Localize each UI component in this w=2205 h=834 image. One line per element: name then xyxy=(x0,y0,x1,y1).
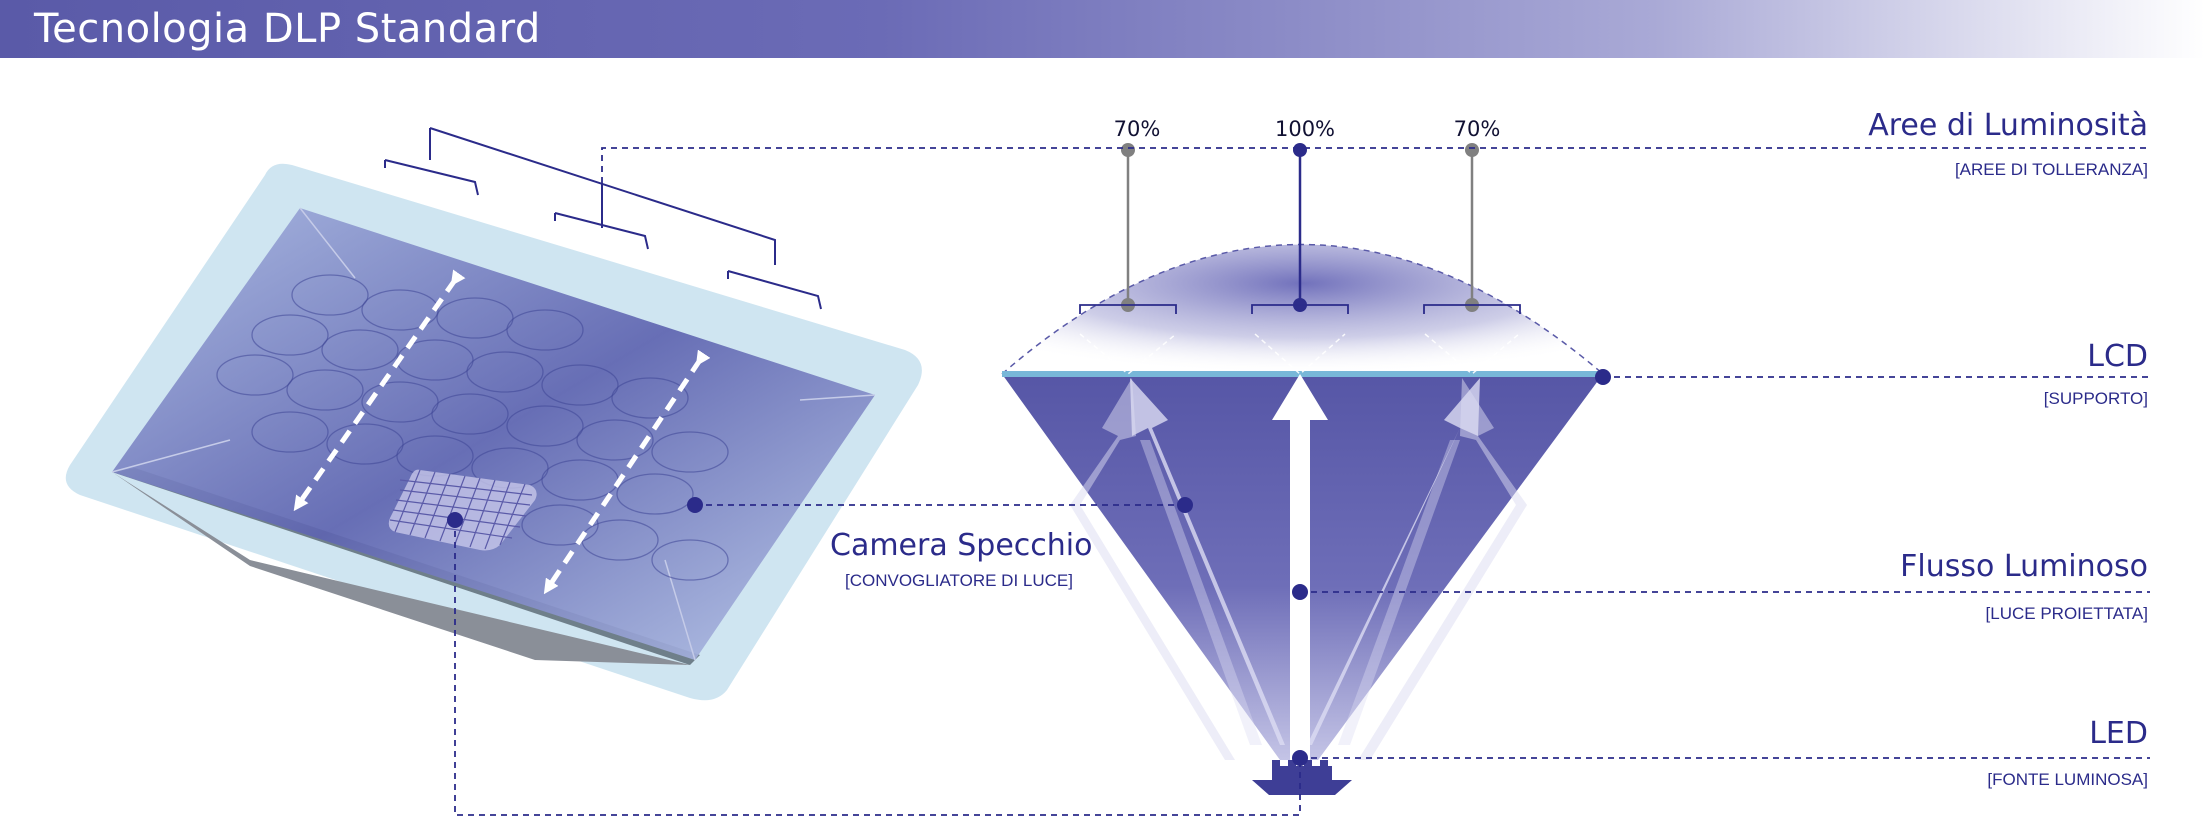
pct-left: 70% xyxy=(1114,117,1161,141)
brightness-title: Aree di Luminosità xyxy=(1868,108,2148,143)
led-title: LED xyxy=(2089,716,2148,751)
led-subtitle: [FONTE LUMINOSA] xyxy=(1987,770,2148,789)
page-title: Tecnologia DLP Standard xyxy=(34,6,541,52)
light-flow-subtitle: [LUCE PROIETTATA] xyxy=(1986,604,2148,623)
connector-dots xyxy=(447,369,1611,766)
pct-right: 70% xyxy=(1454,117,1501,141)
center-arrow xyxy=(1272,374,1328,760)
lcd-title: LCD xyxy=(2087,339,2148,374)
mirror-chamber-illustration xyxy=(65,127,922,701)
mirror-chamber-title: Camera Specchio xyxy=(830,528,1093,563)
header-bar: Tecnologia DLP Standard xyxy=(0,0,2205,58)
lcd-subtitle: [SUPPORTO] xyxy=(2044,389,2148,408)
pct-center: 100% xyxy=(1275,117,1335,141)
light-cone-illustration xyxy=(1001,143,1604,795)
led-source xyxy=(1252,760,1352,795)
connector-lines xyxy=(454,147,2150,816)
tolerance-pins xyxy=(1079,143,1521,314)
chamber-brackets xyxy=(384,127,822,310)
brightness-subtitle: [AREE DI TOLLERANZA] xyxy=(1955,160,2148,179)
light-flow-title: Flusso Luminoso xyxy=(1900,549,2148,584)
mirror-chamber-subtitle: [CONVOGLIATORE DI LUCE] xyxy=(845,571,1073,590)
